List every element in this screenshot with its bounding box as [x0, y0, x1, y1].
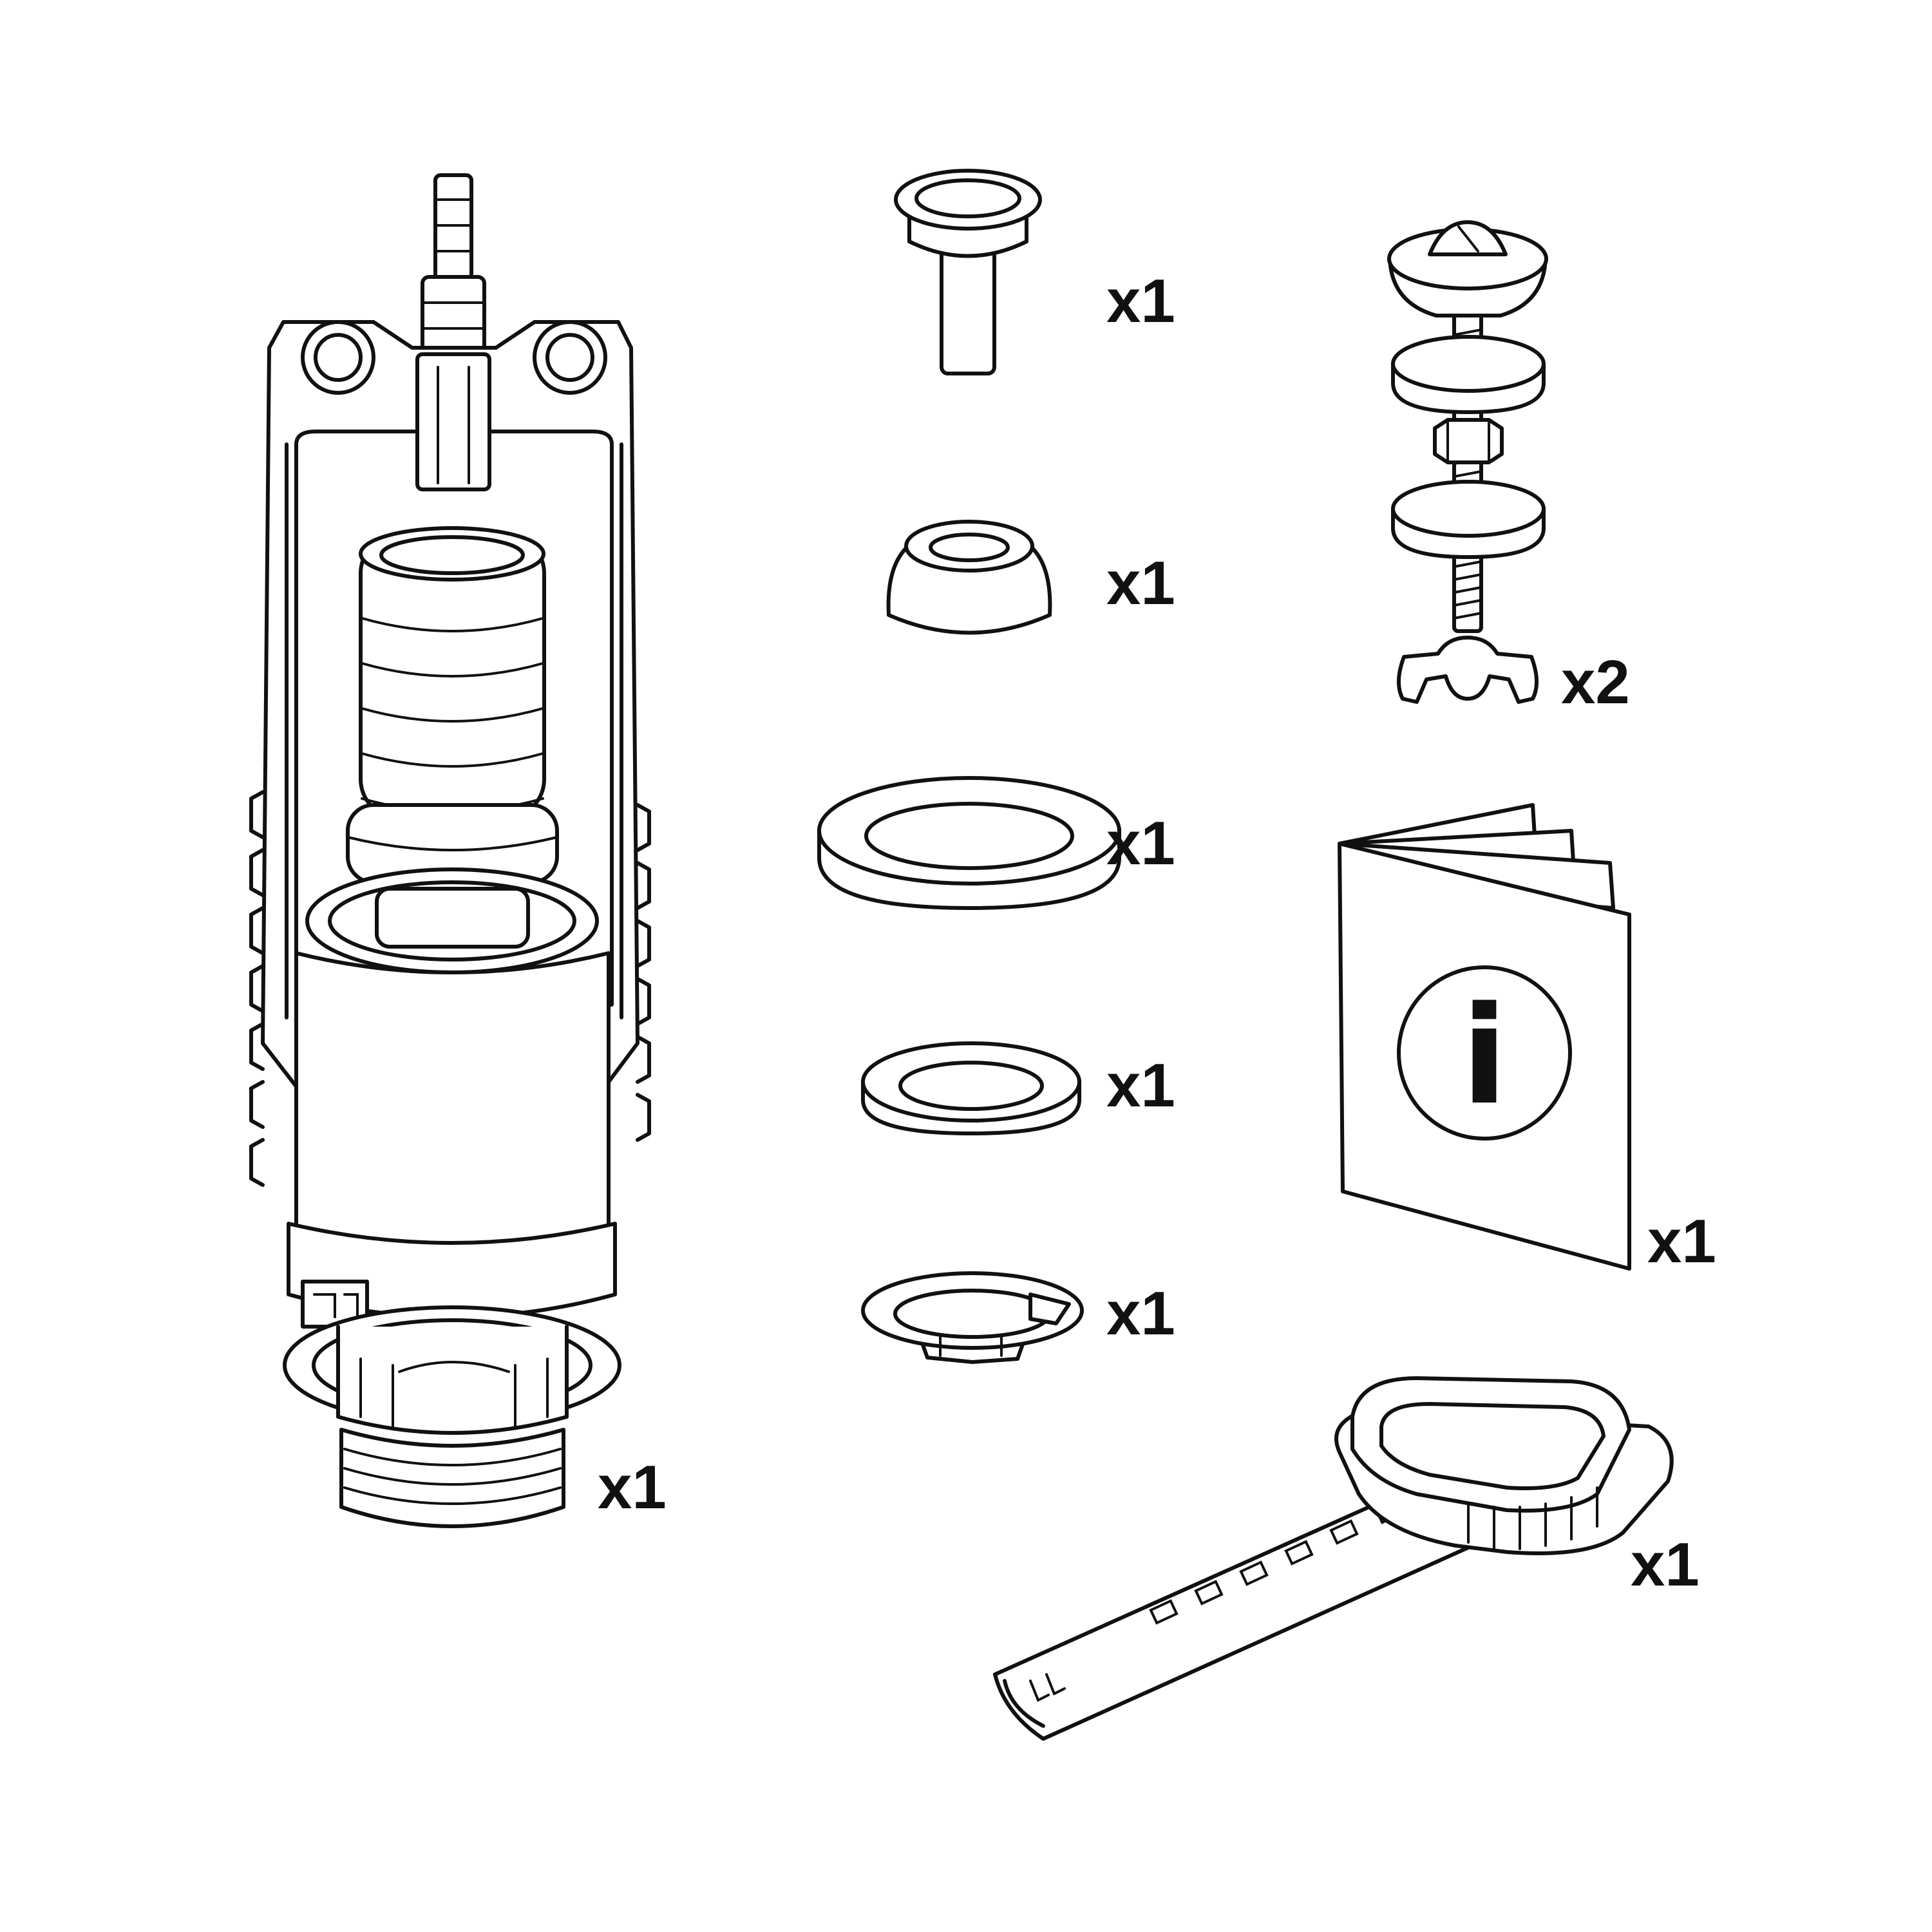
push-button-drawing	[894, 169, 1042, 375]
instruction-leaflet-quantity: x1	[1647, 1207, 1716, 1276]
flush-valve-quantity: x1	[598, 1453, 667, 1522]
info-symbol: i	[1461, 977, 1508, 1135]
installation-wrench-drawing	[993, 1376, 1674, 1741]
large-gasket-quantity: x1	[1106, 809, 1175, 878]
push-button-quantity: x1	[1106, 267, 1175, 336]
small-gasket-drawing	[861, 1041, 1081, 1135]
lock-ring-quantity: x1	[1106, 1279, 1175, 1348]
installation-wrench-quantity: x1	[1631, 1530, 1700, 1599]
cone-seal-quantity: x1	[1106, 549, 1175, 618]
flush-valve-drawing	[249, 173, 651, 1528]
instruction-leaflet-drawing	[1338, 803, 1631, 1271]
small-gasket-quantity: x1	[1106, 1051, 1175, 1120]
tank-bolt-set-drawing	[1387, 220, 1548, 704]
cone-seal-drawing	[886, 520, 1052, 635]
large-gasket-drawing	[817, 776, 1121, 910]
tank-bolt-set-quantity: x2	[1561, 648, 1630, 717]
lock-ring-drawing	[861, 1271, 1084, 1364]
